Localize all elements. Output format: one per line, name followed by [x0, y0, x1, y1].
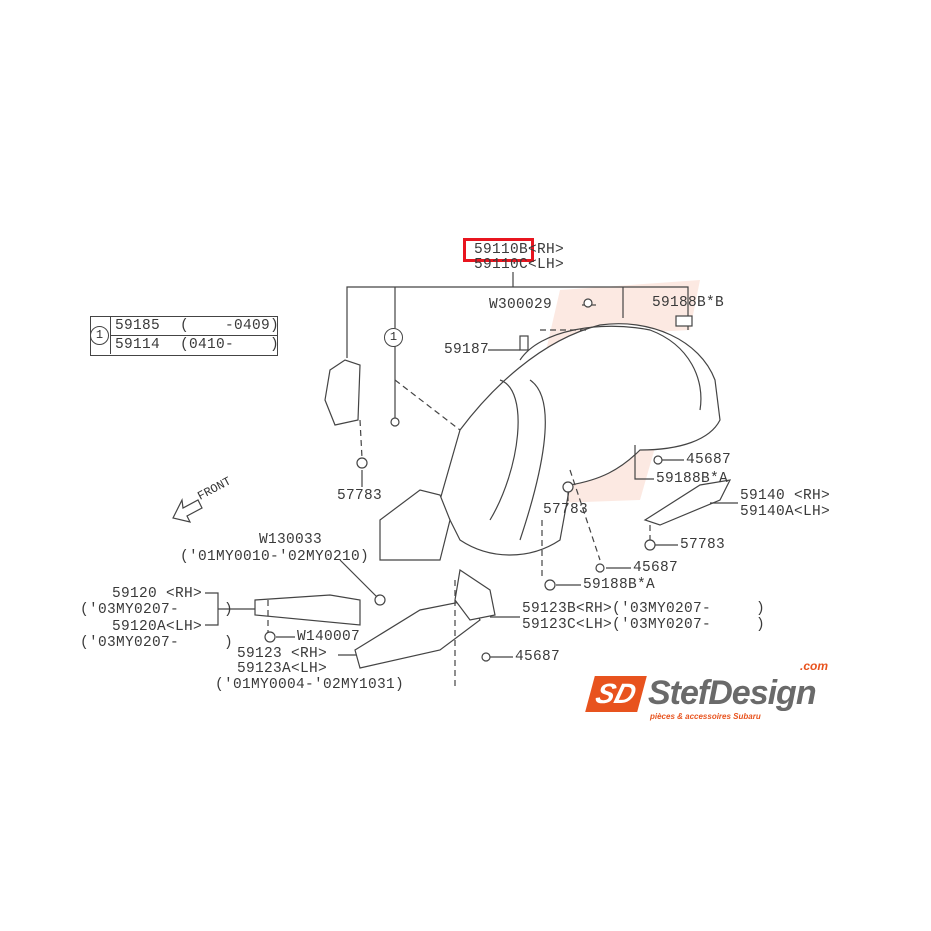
- legend-row-part: 59114: [115, 337, 161, 353]
- callout-57783: 57783: [680, 537, 726, 553]
- legend-marker: 1: [90, 326, 109, 345]
- callout-59123c: 59123C<LH>('03MY0207- ): [522, 617, 766, 633]
- callout-w130033-range: ('01MY0010-'02MY0210): [180, 549, 370, 565]
- callout-59140-rh: 59140 <RH>: [740, 488, 831, 504]
- front-label: FRONT: [195, 474, 233, 503]
- ref-marker: 1: [384, 328, 403, 347]
- callout-59123-range: ('01MY0004-'02MY1031): [215, 677, 405, 693]
- callout-59123a-lh: 59123A<LH>: [237, 661, 328, 677]
- part-59110c-lh[interactable]: 59110C<LH>: [474, 257, 565, 273]
- logo-domain: .com: [800, 659, 829, 673]
- callout-59140a-lh: 59140A<LH>: [740, 504, 831, 520]
- logo-name: StefDesign: [648, 674, 817, 712]
- callout-45687: 45687: [633, 560, 679, 576]
- legend-divider: [110, 335, 277, 336]
- callout-w140007: W140007: [297, 629, 361, 645]
- callout-59187: 59187: [444, 342, 490, 358]
- callout-59120a-range: ('03MY0207- ): [80, 635, 234, 651]
- callout-59188b-a: 59188B*A: [656, 471, 729, 487]
- legend-row-part: 59185: [115, 318, 161, 334]
- stefdesign-logo: SD StefDesign .com pièces & accessoires …: [585, 660, 860, 728]
- callout-59120-rh: 59120 <RH>: [112, 586, 203, 602]
- callout-59123b: 59123B<RH>('03MY0207- ): [522, 601, 766, 617]
- callout-45687: 45687: [515, 649, 561, 665]
- front-arrow-icon: [172, 497, 203, 523]
- callout-59120a-lh: 59120A<LH>: [112, 619, 203, 635]
- legend-row-range: (0410- ): [180, 337, 280, 353]
- legend-row-range: ( -0409): [180, 318, 280, 334]
- callout-57783: 57783: [337, 488, 383, 504]
- callout-w130033: W130033: [259, 532, 323, 548]
- callout-45687: 45687: [686, 452, 732, 468]
- callout-w300029: W300029: [489, 297, 553, 313]
- highlight-box: [463, 238, 534, 262]
- callout-59123-rh: 59123 <RH>: [237, 646, 328, 662]
- callout-59188b-a: 59188B*A: [583, 577, 656, 593]
- callout-59188b-b: 59188B*B: [652, 295, 725, 311]
- logo-tagline: pièces & accessoires Subaru: [650, 712, 761, 721]
- callout-59120-range: ('03MY0207- ): [80, 602, 234, 618]
- callout-57783: 57783: [543, 502, 589, 518]
- logo-mark: SD: [585, 676, 647, 712]
- part-59110b-rh[interactable]: 59110B<RH>: [474, 242, 565, 258]
